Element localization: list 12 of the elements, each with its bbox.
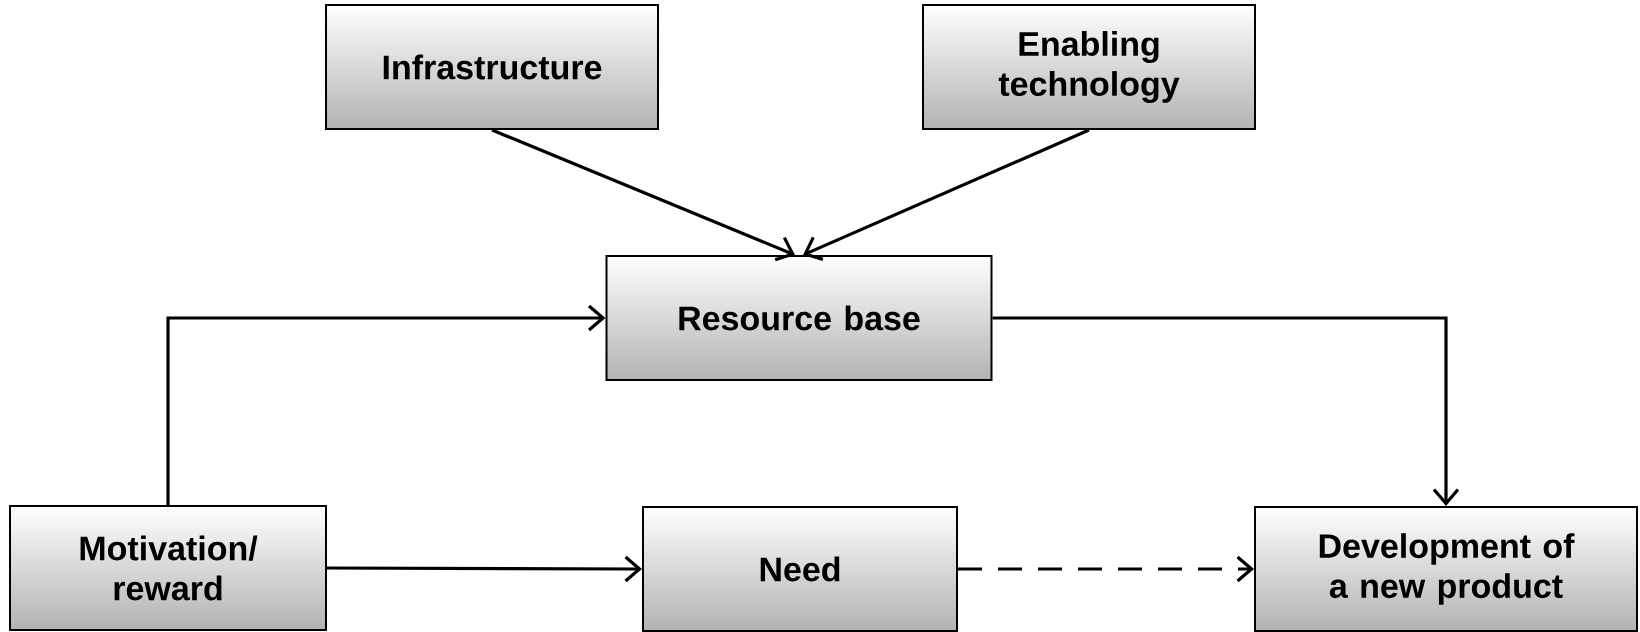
arrow (491, 128, 795, 262)
process-box: Development of a new product (1254, 506, 1638, 632)
process-box: Infrastructure (325, 4, 659, 130)
arrow (992, 316, 1460, 506)
process-box: Need (642, 506, 958, 632)
arrow (958, 555, 1254, 583)
arrow (803, 128, 1090, 261)
process-box: Enabling technology (922, 4, 1256, 130)
process-box: Motivation/ reward (9, 505, 327, 631)
arrow (166, 304, 606, 505)
arrow (327, 555, 642, 583)
process-box: Resource base (605, 255, 993, 381)
